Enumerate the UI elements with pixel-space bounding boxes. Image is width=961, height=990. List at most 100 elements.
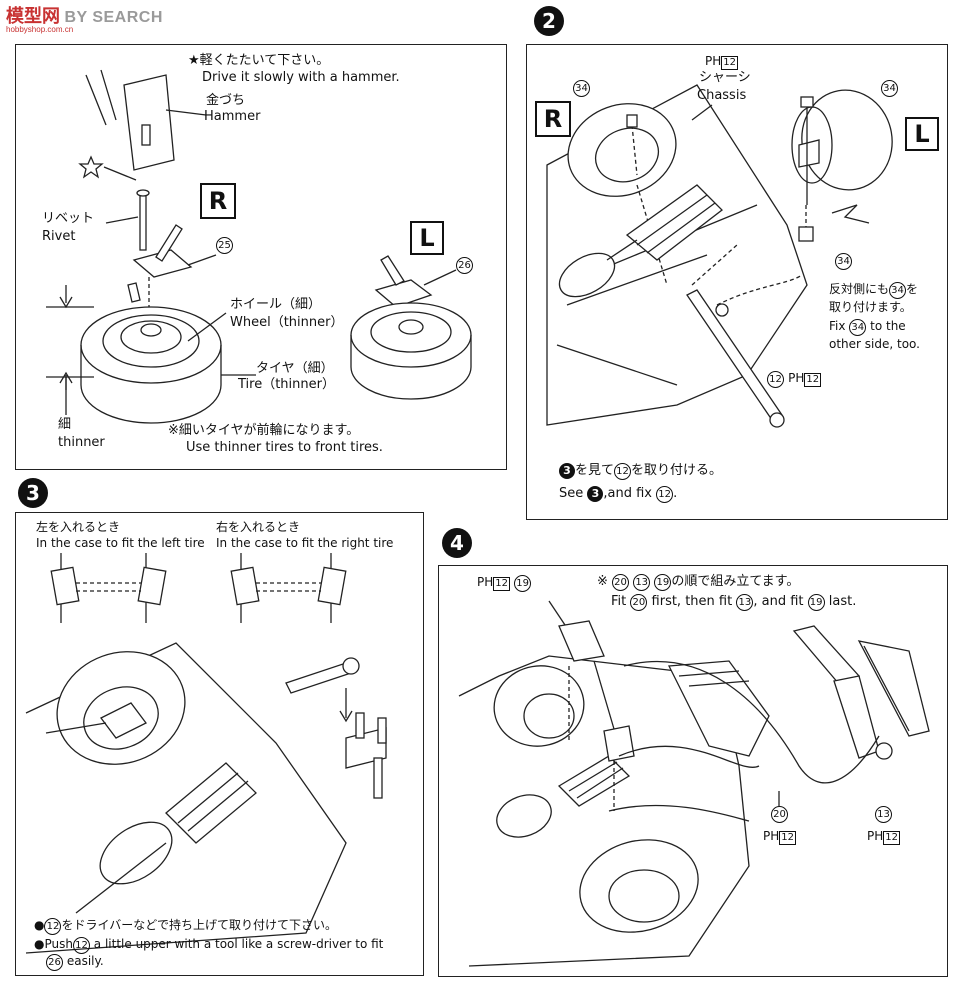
bullet: ● — [34, 918, 45, 932]
front-tire-note-en: Use thinner tires to front tires. — [186, 440, 383, 455]
see-step-3-en: See 3,and fix 12. — [559, 486, 677, 503]
part-19-number: 19 — [654, 574, 672, 591]
wheel-label-en: Wheel（thinner） — [230, 315, 344, 330]
push-jp-text: をドライバーなどで持ち上げて取り付けて下さい。 — [61, 918, 338, 932]
part-13-callout: 13 — [875, 806, 892, 823]
fix-other-side-jp-2: 取り付けます。 — [829, 300, 912, 314]
hammer-instruction-en: Drive it slowly with a hammer. — [202, 70, 400, 85]
see-jp-a: を見て — [575, 463, 615, 478]
push-en-c: easily. — [66, 954, 104, 968]
ph-number: 12 — [883, 831, 900, 845]
fix-other-side-en-1: Fix 34 to the — [829, 318, 906, 336]
part-25-number: 25 — [216, 237, 233, 254]
box-left-label: L — [410, 221, 444, 255]
tire-label-en: Tire（thinner） — [238, 377, 335, 392]
ph-code: PH — [763, 829, 780, 843]
watermark-brand: 模型网 — [6, 6, 60, 26]
see-en-b: ,and fix — [603, 486, 652, 501]
hammer-instruction-jp: ★軽くたたいて下さい。 — [188, 53, 330, 68]
part-34-callout-l: 34 — [881, 80, 898, 97]
panel-wheel-assembly: ★軽くたたいて下さい。 Drive it slowly with a hamme… — [15, 44, 507, 470]
part-26-callout: 26 — [456, 257, 473, 274]
part-34-number: 34 — [849, 319, 867, 336]
step3-drawing — [25, 553, 387, 954]
step-3-number: 3 — [18, 478, 48, 508]
panel1-drawing — [46, 69, 472, 424]
order-en-c: , and fit — [753, 594, 804, 609]
hammer-label-en: Hammer — [204, 109, 261, 124]
order-en-a: Fit — [611, 594, 627, 609]
push-en-a: ●Push — [34, 937, 73, 951]
fix-jp-a: 反対側にも — [829, 282, 890, 296]
step-2-number: 2 — [534, 6, 564, 36]
part-12-number: 12 — [656, 486, 674, 503]
rivet-label-jp: リベット — [42, 211, 95, 226]
push-note-en-2: 26 easily. — [46, 953, 104, 971]
part-34-number: 34 — [573, 80, 590, 97]
ph-code: PH — [788, 371, 805, 385]
ph-number: 12 — [721, 56, 738, 70]
push-en-b: a little upper with a tool like a screw-… — [93, 937, 384, 951]
ph-number: 12 — [804, 373, 822, 387]
ref-step-badge: 3 — [559, 463, 575, 479]
watermark-logo: 模型网 BY SEARCH hobbyshop.com.cn — [6, 2, 163, 34]
part-34-callout-r: 34 — [573, 80, 590, 97]
box-right-label: R — [535, 101, 571, 137]
ph-code: PH — [867, 829, 884, 843]
part-20-callout: 20 — [771, 806, 788, 823]
ph-number: 12 — [779, 831, 796, 845]
ref-step-badge: 3 — [587, 486, 604, 502]
part-12-number: 12 — [44, 918, 62, 935]
fix-en-a: Fix — [829, 319, 846, 333]
part-12-number: 12 — [767, 371, 784, 388]
step4-drawing — [458, 600, 930, 967]
part-26-number: 26 — [456, 257, 473, 274]
part-20-number: 20 — [630, 594, 648, 611]
hammer-label-jp: 金づち — [206, 93, 246, 108]
left-tire-case-en: In the case to fit the left tire — [36, 536, 205, 550]
part-20-number: 20 — [612, 574, 630, 591]
tire-label-jp: タイヤ（細） — [256, 361, 334, 376]
wheel-label-jp: ホイール（細） — [230, 297, 322, 312]
see-jp-b: を取り付ける。 — [631, 463, 723, 478]
fix-other-side-en-2: other side, too. — [829, 337, 920, 351]
box-right-label: R — [200, 183, 236, 219]
watermark-search: BY SEARCH — [64, 9, 163, 26]
order-jp-a: ※ — [597, 574, 608, 589]
front-tire-note-jp: ※細いタイヤが前輪になります。 — [168, 423, 360, 438]
part-25-callout: 25 — [216, 237, 233, 254]
chassis-label-jp: シャーシ — [699, 70, 751, 85]
order-en-d: last. — [828, 594, 857, 609]
right-tire-case-en: In the case to fit the right tire — [216, 536, 394, 550]
left-tire-case-jp: 左を入れるとき — [36, 520, 121, 534]
chassis-label-en: Chassis — [697, 88, 747, 103]
part-34-number: 34 — [835, 253, 852, 270]
order-jp-b: の順で組み立てます。 — [671, 574, 800, 589]
part-20-number: 20 — [771, 806, 788, 823]
part-26-number: 26 — [46, 954, 63, 971]
ph-code: PH — [477, 575, 494, 589]
ph-number: 12 — [493, 577, 510, 591]
part-19-number: 19 — [807, 594, 825, 611]
assembly-order-en: Fit 20 first, then fit 13, and fit 19 la… — [611, 594, 856, 611]
step2-drawing — [546, 84, 893, 428]
part-12-number: 12 — [614, 463, 632, 480]
part-34-number: 34 — [889, 282, 907, 299]
fix-jp-b: を — [906, 282, 919, 296]
part-13-number: 13 — [633, 574, 651, 591]
part-19-number: 19 — [514, 575, 532, 592]
panel-step-3: 左を入れるとき In the case to fit the left tire… — [15, 512, 424, 976]
thinner-label-jp: 細 — [58, 417, 72, 432]
fix-en-b: to the — [870, 319, 906, 333]
watermark-url: hobbyshop.com.cn — [6, 25, 74, 34]
